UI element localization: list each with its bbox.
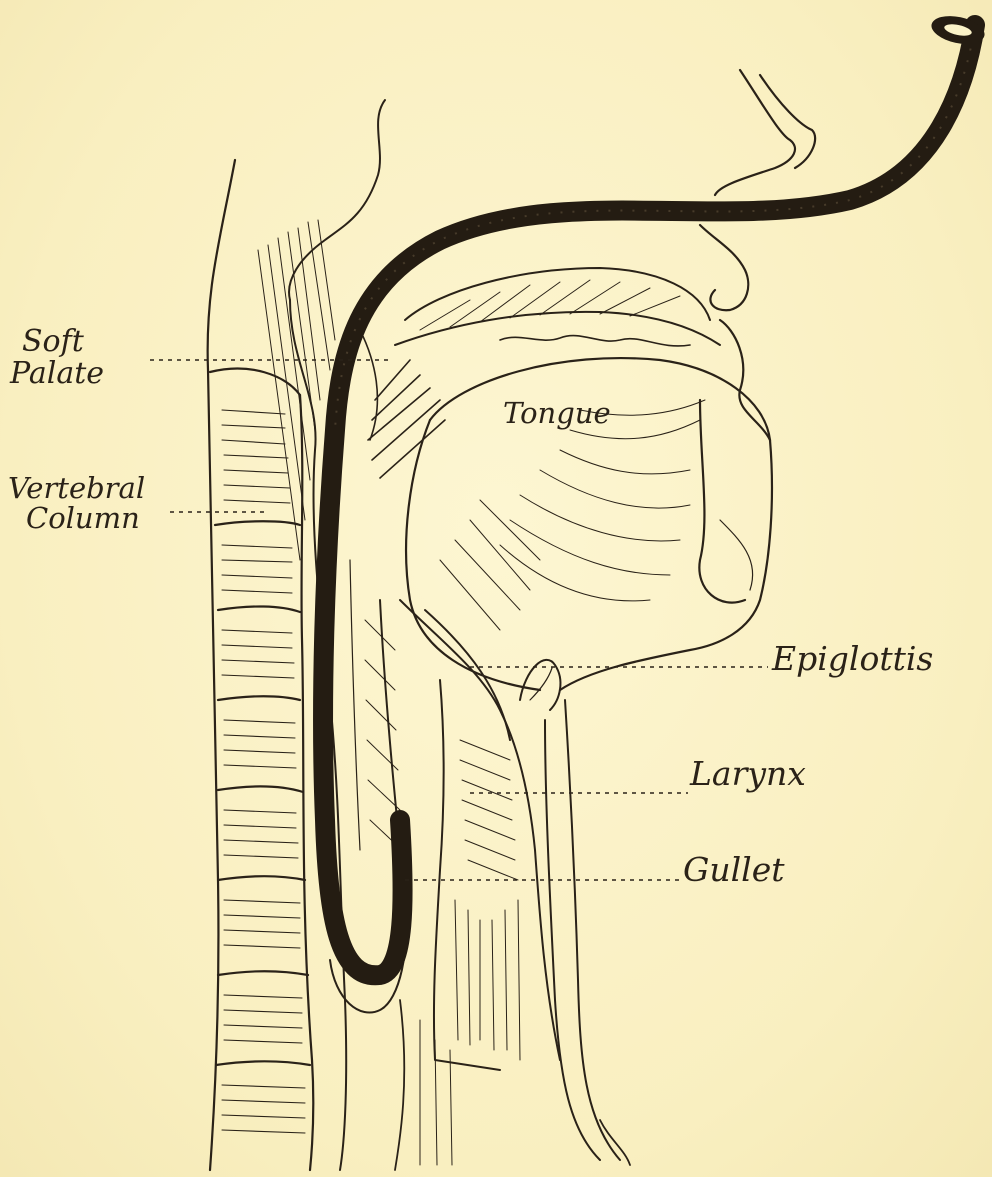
label-soft-palate-line2: Palate — [10, 358, 104, 390]
label-vertebral-column-line1: Vertebral — [8, 473, 145, 503]
label-larynx: Larynx — [690, 757, 806, 792]
label-epiglottis: Epiglottis — [772, 642, 933, 677]
label-soft-palate-line1: Soft — [22, 326, 104, 358]
label-tongue: Tongue — [503, 398, 611, 428]
vertebral-hatching — [222, 410, 305, 1133]
leader-lines — [150, 360, 768, 880]
label-vertebral-column-line2: Column — [26, 503, 145, 533]
label-soft-palate: Soft Palate — [22, 326, 104, 389]
soft-palate — [360, 330, 445, 478]
nose-outline — [700, 70, 815, 440]
vertebral-column — [208, 160, 314, 1170]
label-vertebral-column: Vertebral Column — [8, 473, 145, 534]
palate — [395, 268, 720, 346]
label-gullet: Gullet — [683, 853, 785, 888]
lower-neck — [395, 1000, 630, 1170]
stomach-tube — [323, 12, 987, 976]
